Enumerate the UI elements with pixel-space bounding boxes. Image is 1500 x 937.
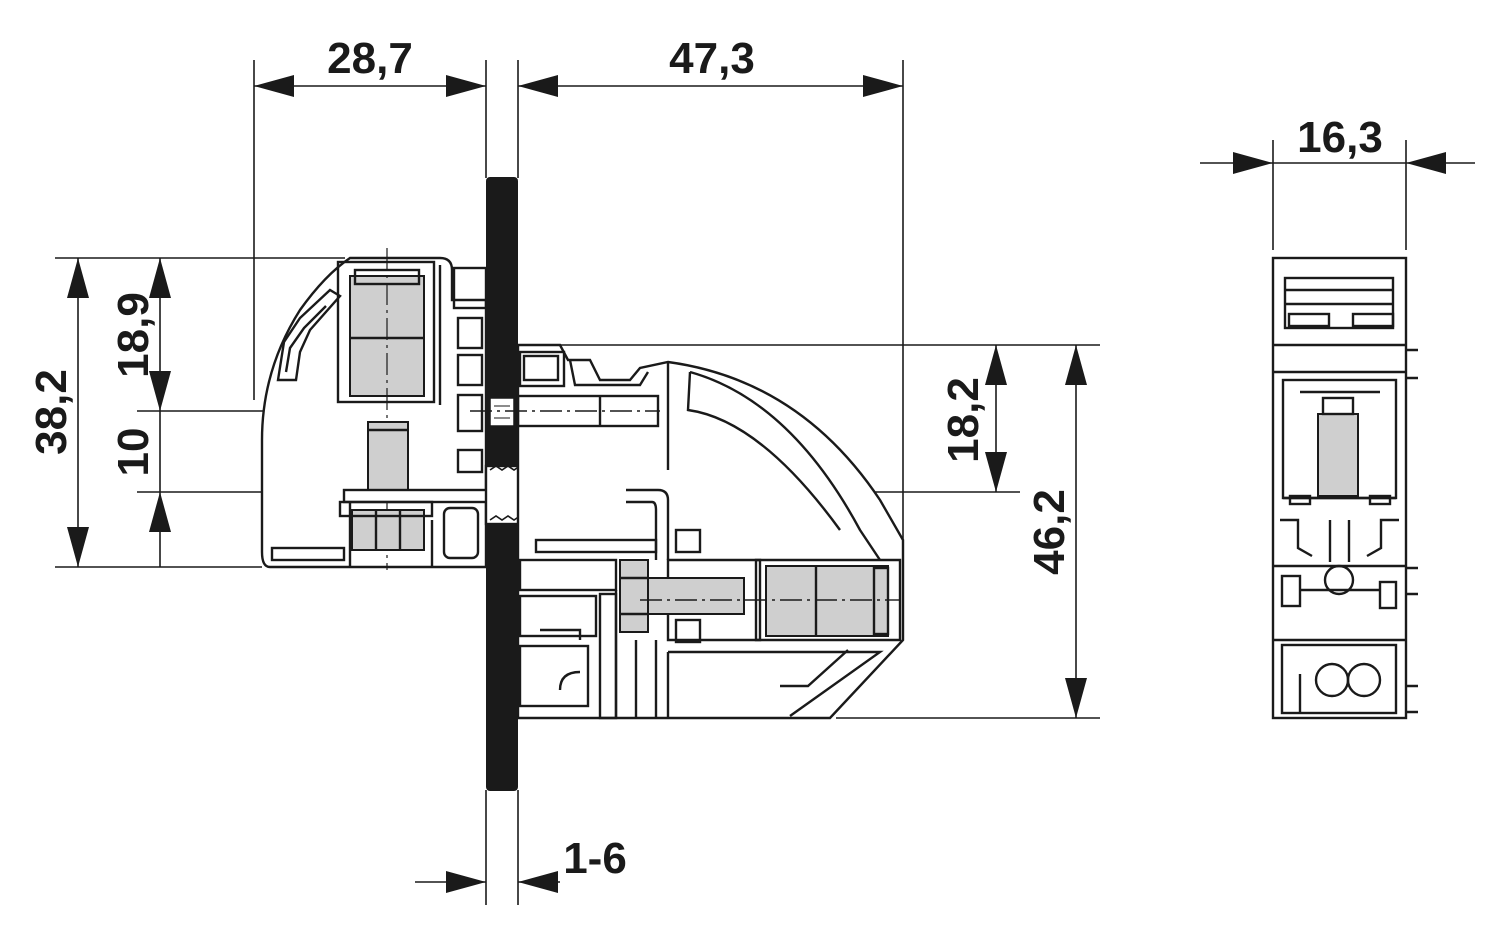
dim-label-47-3: 47,3: [669, 34, 755, 83]
dim-label-16-3: 16,3: [1297, 113, 1383, 162]
dimension-16-3: 16,3: [1200, 113, 1475, 250]
dimension-18-9: 18,9: [109, 258, 440, 412]
right-terminal-housing: [470, 343, 905, 720]
dimension-1-6: 1-6: [415, 790, 627, 905]
dimension-38-2: 38,2: [27, 257, 345, 568]
dim-label-1-6: 1-6: [563, 834, 627, 883]
dim-label-28-7: 28,7: [327, 34, 413, 83]
side-view: [1271, 256, 1418, 720]
dim-label-18-2: 18,2: [939, 377, 988, 463]
dim-label-10: 10: [109, 428, 158, 477]
dimension-18-2: 18,2: [560, 344, 1100, 493]
dim-label-38-2: 38,2: [27, 369, 76, 455]
dimension-10: 10: [109, 411, 345, 567]
dimension-28-7: 28,7: [253, 34, 487, 400]
dimension-47-3: 47,3: [517, 34, 904, 540]
dim-label-46-2: 46,2: [1025, 489, 1074, 575]
left-terminal-housing: [260, 248, 666, 570]
dimension-46-2: 46,2: [836, 345, 1100, 719]
dim-label-18-9: 18,9: [109, 292, 158, 378]
